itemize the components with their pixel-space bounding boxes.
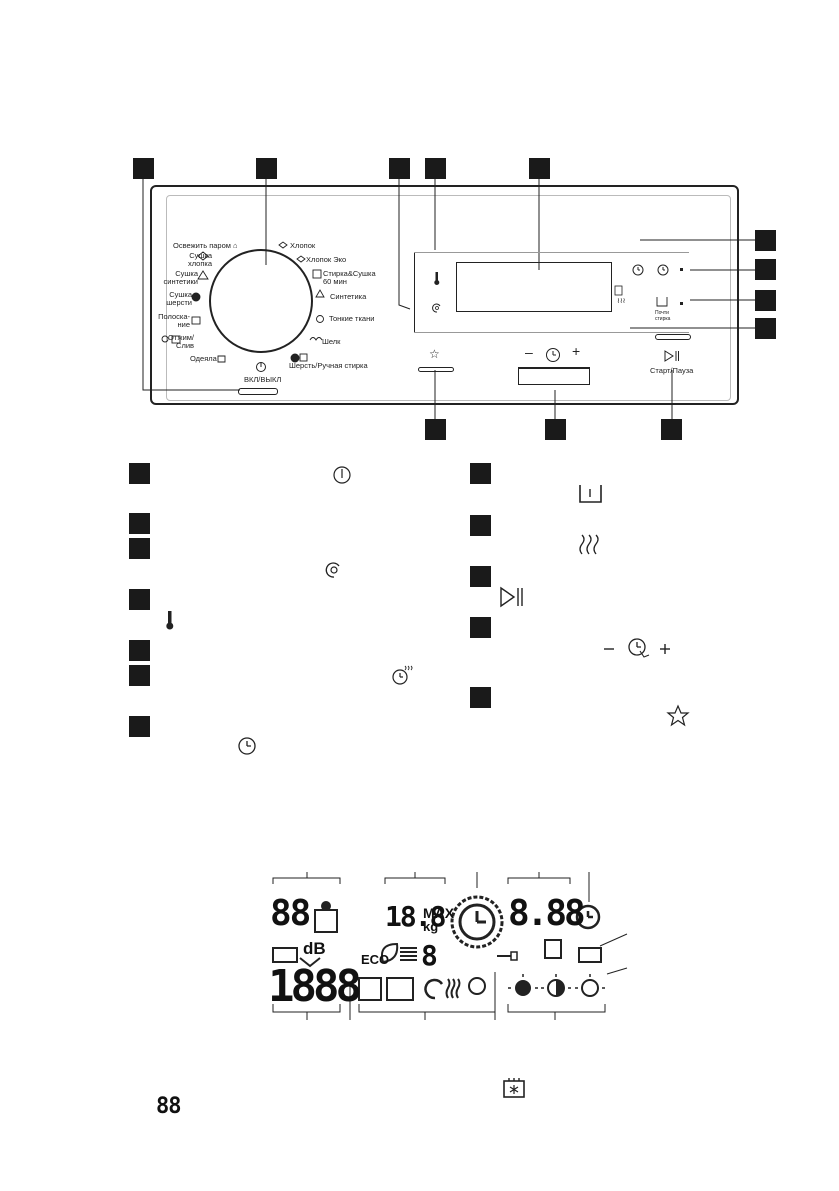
program-synthetic-dry[interactable]: Сушка синтетики	[163, 269, 198, 286]
program-wash-dry-60[interactable]: Стирка&Сушка 60 мин	[323, 269, 376, 286]
program-delicates[interactable]: Тонкие ткани	[329, 314, 375, 323]
thermometer-icon	[434, 272, 440, 285]
power-icon	[256, 362, 266, 372]
callout-5	[529, 158, 550, 179]
display-time-digits: 8.88	[508, 893, 586, 934]
legend-10	[470, 566, 491, 587]
program-rinse[interactable]: Полоска- ние	[158, 312, 190, 329]
program-silk[interactable]: Шелк	[322, 337, 341, 346]
display-big-digits: 1888	[268, 961, 362, 1012]
callout-3	[389, 158, 410, 179]
legend-3	[129, 538, 150, 559]
display-frame-left	[414, 252, 415, 332]
legend-8	[470, 463, 491, 484]
legend-steam-icon	[579, 534, 599, 555]
display-frame-bottom	[414, 332, 689, 333]
display-weight-unit: kg	[423, 919, 439, 934]
program-wool-hand[interactable]: Шерсть/Ручная стирка	[289, 361, 368, 370]
display-window	[456, 262, 612, 312]
legend-4	[129, 589, 150, 610]
callout-10	[425, 419, 446, 440]
program-steam-refresh[interactable]: Освежить паром ⌂	[173, 241, 238, 250]
start-pause-button[interactable]	[655, 334, 691, 340]
steam-timer-icon	[632, 264, 644, 276]
time-plus[interactable]: +	[572, 343, 581, 359]
program-cotton-eco[interactable]: Хлопок Эко	[306, 255, 347, 264]
legend-5	[129, 640, 150, 661]
control-panel-inner	[166, 195, 731, 401]
time-manager-buttons[interactable]	[518, 367, 590, 385]
callout-1	[133, 158, 154, 179]
legend-power-icon	[333, 466, 351, 484]
start-pause-icon	[664, 350, 679, 362]
callout-4	[425, 158, 446, 179]
callout-6	[755, 230, 776, 251]
dial-right-icons	[278, 241, 325, 363]
door-lock-icon	[614, 285, 623, 296]
callout-2	[256, 158, 277, 179]
legend-time-manager-icon	[604, 638, 670, 658]
power-label: ВКЛ/ВЫКЛ	[244, 375, 282, 384]
callout-8	[755, 290, 776, 311]
callout-9	[755, 318, 776, 339]
display-eco-digit: 8	[421, 939, 438, 972]
legend-6	[129, 665, 150, 686]
legend-spin-icon	[325, 562, 340, 578]
dial-left-icons	[161, 251, 226, 363]
display-db-label: dB	[303, 939, 326, 958]
legend-delay-icon	[238, 737, 256, 755]
legend-steam-timer-icon	[392, 665, 413, 685]
delay-start-led	[680, 268, 683, 271]
legend-prewash-icon	[579, 485, 602, 503]
control-panel	[150, 185, 739, 405]
start-pause-label: Старт/Пауза	[650, 366, 694, 375]
footnote-digits: 88	[156, 1094, 181, 1119]
time-minus[interactable]: –	[525, 344, 533, 360]
program-dial[interactable]	[209, 249, 313, 353]
delay-start-icon	[657, 264, 669, 276]
display-weight-max: MAX	[423, 905, 455, 921]
legend-1	[129, 463, 150, 484]
prewash-led	[680, 302, 683, 305]
callout-11	[545, 419, 566, 440]
power-button[interactable]	[238, 388, 278, 395]
display-eco-label: ECO	[361, 952, 390, 967]
spin-icon	[432, 303, 441, 313]
legend-9	[470, 515, 491, 536]
program-wool-dry[interactable]: Сушка шерсти	[166, 290, 192, 307]
legend-favourite-icon	[666, 704, 690, 727]
display-frame-top	[414, 252, 689, 253]
program-cotton-dry[interactable]: Сушка хлопка	[187, 251, 212, 268]
time-manager-icon	[546, 348, 560, 362]
display-weight-digits: 18.8	[385, 900, 446, 933]
callout-12	[661, 419, 682, 440]
legend-thermometer-icon	[166, 611, 174, 630]
legend-start-pause-icon	[500, 586, 523, 608]
time-manager-bar	[518, 367, 590, 369]
program-synthetics[interactable]: Синтетика	[330, 292, 367, 301]
prewash-label: Почти стирка	[655, 310, 671, 322]
program-spin-drain[interactable]: Отжим/ Слив	[168, 333, 194, 350]
sign-steam-mini: ≀≀≀	[617, 296, 626, 305]
legend-11	[470, 617, 491, 638]
legend-7	[129, 716, 150, 737]
favourite-icon: ☆	[429, 347, 440, 361]
display-left-digits: 88	[270, 893, 311, 934]
favourite-button[interactable]	[418, 367, 454, 372]
callout-7	[755, 259, 776, 280]
footnote-rinse-hold-icon	[503, 1078, 525, 1098]
legend-12	[470, 687, 491, 708]
leader-lines	[142, 179, 755, 419]
program-blankets[interactable]: Одеяла	[190, 354, 217, 363]
prewash-icon	[656, 297, 668, 307]
program-cotton[interactable]: Хлопок	[290, 241, 316, 250]
legend-2	[129, 513, 150, 534]
display-diagram	[272, 872, 628, 1020]
